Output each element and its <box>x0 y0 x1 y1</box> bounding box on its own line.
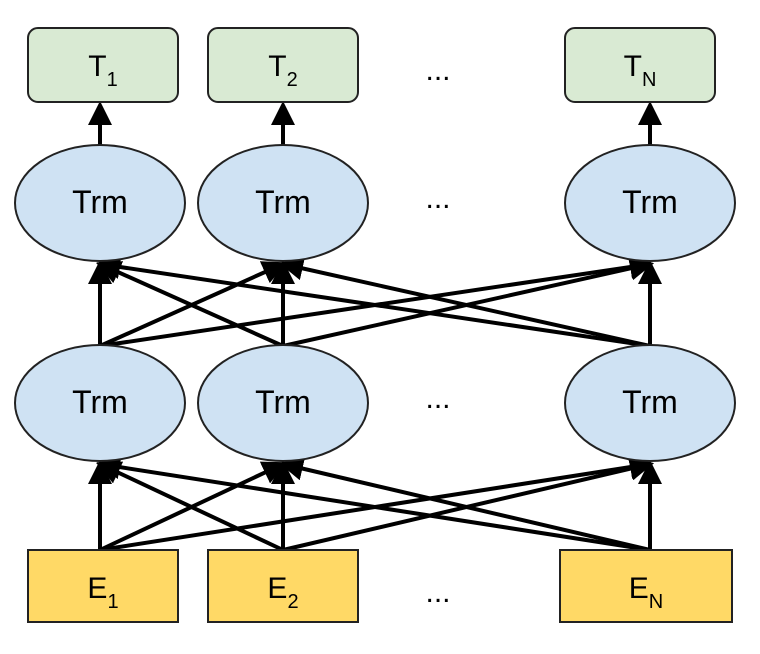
input-embedding-n-base: E <box>629 572 649 605</box>
upper-trm-node-2: Trm <box>197 144 369 262</box>
edge-lower-n-to-upper-1 <box>96 255 651 348</box>
upper-trm-node-n: Trm <box>564 144 736 262</box>
input-embedding-n: EN <box>559 549 733 623</box>
svg-text:TN: TN <box>624 50 657 91</box>
output-token-n-sub: N <box>642 69 656 91</box>
output-token-2-base: T <box>268 50 286 83</box>
upper-trm-node-n-label: Trm <box>622 184 678 220</box>
input-embedding-1-base: E <box>87 572 107 605</box>
lower-trm-node-2-label: Trm <box>255 384 311 420</box>
svg-text:E2: E2 <box>267 572 298 613</box>
output-token-2-sub: 2 <box>287 69 298 91</box>
lower-trm-node-1: Trm <box>14 344 186 462</box>
edge-input-n-to-lower-2 <box>279 456 651 552</box>
edge-lower-2-to-upper-1 <box>96 261 284 348</box>
output-ellipsis: ... <box>425 54 450 87</box>
output-token-1-sub: 1 <box>107 69 118 91</box>
lower-trm-node-n-label: Trm <box>622 384 678 420</box>
output-token-1: T1 <box>27 27 179 103</box>
input-ellipsis: ... <box>425 576 450 609</box>
svg-text:E1: E1 <box>87 572 118 613</box>
output-token-n: TN <box>564 27 716 103</box>
input-embedding-2-base: E <box>267 572 287 605</box>
upper-trm-node-1-label: Trm <box>72 184 128 220</box>
input-embedding-1-sub: 1 <box>107 591 118 613</box>
svg-text:EN: EN <box>629 572 663 613</box>
lower-ellipsis: ... <box>425 382 450 415</box>
edge-input-2-to-lower-1 <box>96 461 284 552</box>
input-embedding-1: E1 <box>27 549 179 623</box>
output-token-2: T2 <box>207 27 359 103</box>
output-token-n-base: T <box>624 50 642 83</box>
edge-lower-n-to-upper-2 <box>279 256 651 348</box>
upper-ellipsis: ... <box>425 182 450 215</box>
svg-text:T1: T1 <box>88 50 117 91</box>
input-embedding-n-sub: N <box>649 591 663 613</box>
lower-trm-node-2: Trm <box>197 344 369 462</box>
input-embedding-2: E2 <box>207 549 359 623</box>
svg-text:T2: T2 <box>268 50 297 91</box>
input-embedding-2-sub: 2 <box>287 591 298 613</box>
output-token-1-base: T <box>88 50 106 83</box>
edge-input-n-to-lower-1 <box>96 455 651 552</box>
edges <box>88 101 662 552</box>
lower-trm-node-n: Trm <box>564 344 736 462</box>
lower-trm-node-1-label: Trm <box>72 384 128 420</box>
upper-trm-node-1: Trm <box>14 144 186 262</box>
upper-trm-node-2-label: Trm <box>255 184 311 220</box>
